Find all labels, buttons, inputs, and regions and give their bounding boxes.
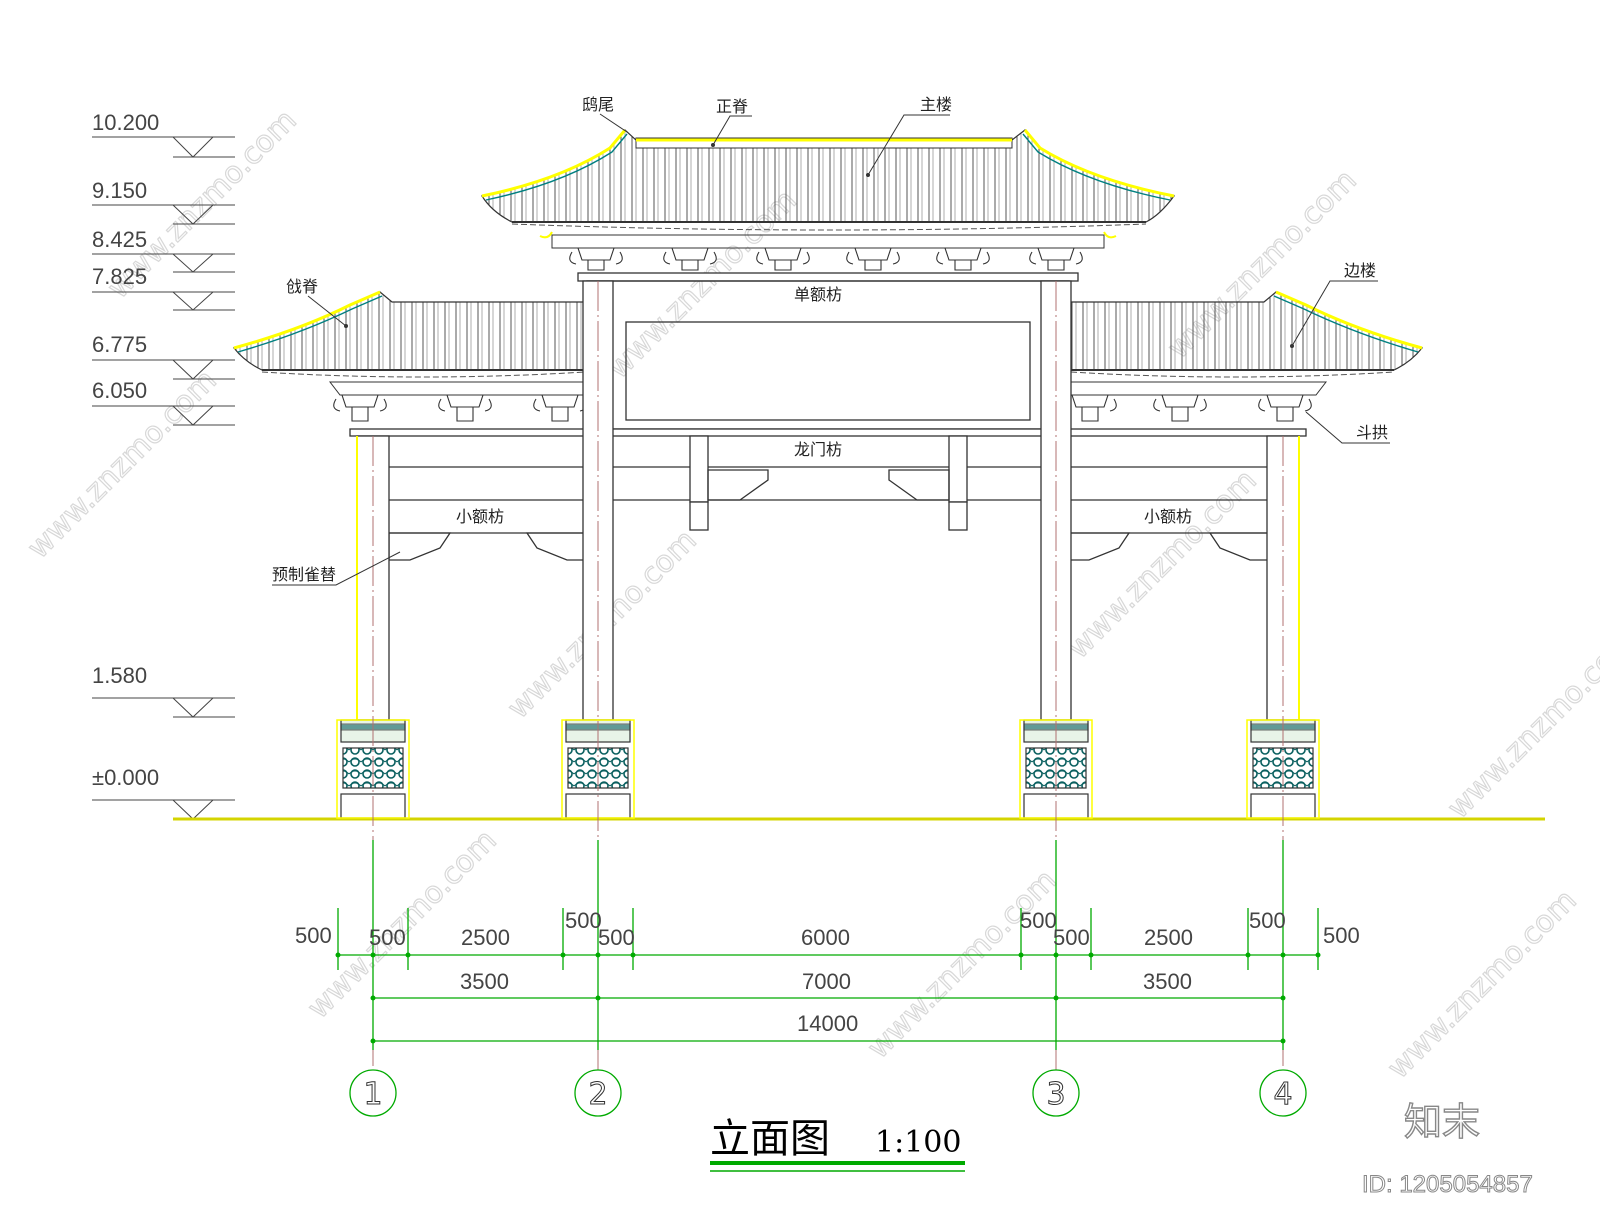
axis-bubble-1: 1 [349,1069,397,1117]
level-marker: ±0.000 [92,765,235,820]
dim-text: 2500 [461,925,510,950]
label-dougong: 斗拱 [1356,423,1388,442]
axis-bubble-2: 2 [574,1069,622,1117]
label-queti: 预制雀替 [272,565,336,584]
level-label: 6.775 [92,332,147,357]
dim-text: 2500 [1144,925,1193,950]
brand-logo: 知末 [1404,1100,1480,1144]
level-label: 9.150 [92,178,147,203]
level-label: ±0.000 [92,765,159,790]
dimension-texts: 500 500 2500 500 500 6000 500 500 2500 5… [295,908,1360,1036]
dimension-lines [335,840,1321,1050]
level-label: 8.425 [92,227,147,252]
watermark-text: www.znzmo.com [1061,463,1264,666]
axis-center-lines [372,281,1284,1070]
dim-text: 500 [1323,923,1360,948]
level-label: 6.050 [92,378,147,403]
watermark-text: www.znzmo.com [1441,623,1600,826]
image-id: ID: 1205054857 [1362,1171,1533,1198]
label-zhengji: 正脊 [716,97,748,116]
main-roof [481,129,1176,249]
axis-number: 2 [588,1077,607,1112]
dim-text: 500 [295,923,332,948]
level-marker: 10.200 [92,110,235,158]
label-dan-efang: 单额枋 [794,285,842,304]
level-markers: 10.200 9.150 8.425 7.825 6.775 [92,110,235,820]
scale-text: 1:100 [875,1125,961,1160]
right-side-roof [1070,290,1424,396]
label-bianlou: 边楼 [1344,261,1376,280]
dim-text: 3500 [1143,969,1192,994]
level-marker: 6.050 [92,378,235,426]
axis-number: 3 [1046,1077,1065,1112]
main-bracket-sets [569,247,1083,271]
dim-text: 500 [1020,908,1057,933]
dim-text: 14000 [797,1011,858,1036]
dim-text: 500 [1249,908,1286,933]
dim-text: 500 [565,908,602,933]
level-label: 10.200 [92,110,159,135]
level-marker: 9.150 [92,178,235,225]
level-marker: 1.580 [92,663,235,718]
left-side-roof [232,290,586,396]
level-label: 1.580 [92,663,147,688]
dim-text: 7000 [802,969,851,994]
label-qiangji: 戗脊 [286,277,318,296]
level-label: 7.825 [92,264,147,289]
watermark-text: www.znzmo.com [861,863,1064,1066]
watermark-text: www.znzmo.com [1381,883,1584,1086]
axis-bubbles: 1 2 3 4 [349,1069,1307,1117]
label-xiao-efang-right: 小额枋 [1144,507,1192,526]
dim-text: 6000 [801,925,850,950]
label-longmenfang: 龙门枋 [794,440,842,459]
dim-text: 3500 [460,969,509,994]
level-marker: 7.825 [92,264,235,311]
label-xiao-efang-left: 小额枋 [456,507,504,526]
level-marker: 6.775 [92,332,235,380]
title-text: 立面图 [710,1116,830,1162]
label-zhulou: 主楼 [920,95,952,114]
axis-number: 4 [1273,1077,1292,1112]
axis-number: 1 [363,1077,382,1112]
side-bracket-sets [333,394,1312,422]
dim-text: 500 [369,925,406,950]
axis-bubble-4: 4 [1259,1069,1307,1117]
label-chiwei: 鸱尾 [582,95,614,114]
dim-text: 500 [1053,925,1090,950]
level-marker: 8.425 [92,227,235,273]
axis-bubble-3: 3 [1032,1069,1080,1117]
annotations: 鸱尾 正脊 主楼 戗脊 边楼 斗拱 单额枋 龙门枋 小额枋 小额枋 预制雀替 [272,95,1390,586]
drawing-title: 立面图 1:100 [710,1116,965,1172]
column-bases [336,719,1320,819]
dim-text: 500 [598,925,635,950]
